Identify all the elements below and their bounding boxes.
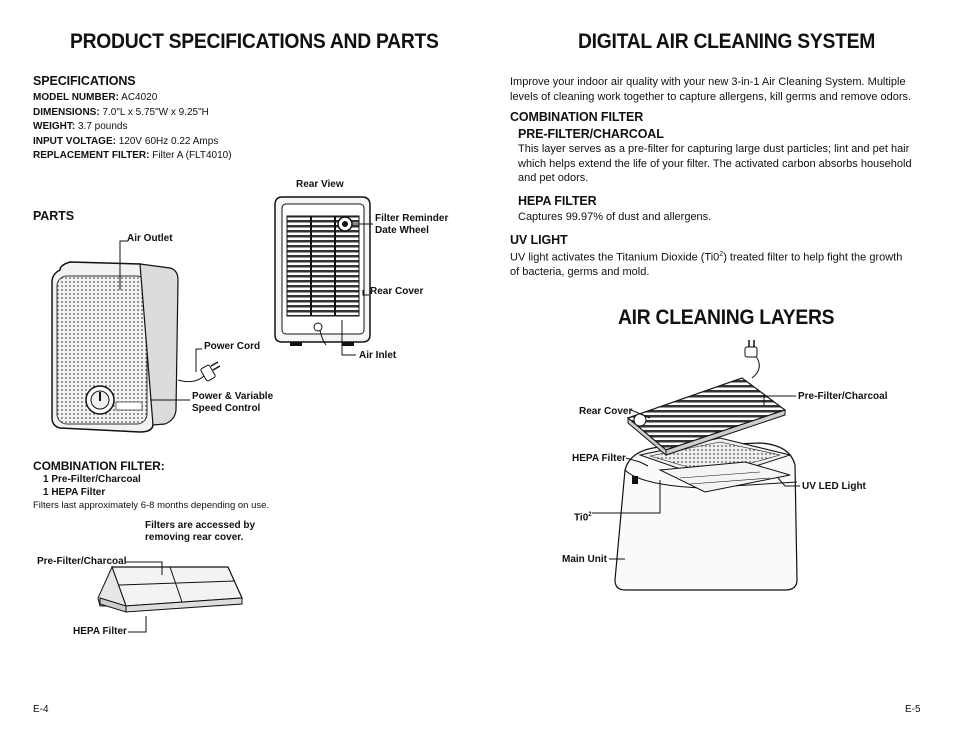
label-hepa-filter-right: HEPA Filter (572, 453, 626, 464)
label-power-variable: Power & Variable (192, 391, 274, 402)
label-prefilter-charcoal: Pre-Filter/Charcoal (37, 556, 127, 567)
spec-model: MODEL NUMBER: AC4020 (33, 92, 158, 103)
label-date-wheel: Date Wheel (375, 225, 429, 236)
label-filter-reminder: Filter Reminder (375, 213, 449, 224)
combo-item-hepa: 1 HEPA Filter (43, 487, 106, 498)
combo-note: Filters last approximately 6-8 months de… (33, 500, 270, 511)
uv-description: UV light activates the Titanium Dioxide … (510, 251, 903, 279)
prefilter-description: This layer serves as a pre-filter for ca… (518, 143, 912, 184)
label-pre-filter-charcoal-right: Pre-Filter/Charcoal (798, 391, 888, 402)
access-note-line2: removing rear cover. (145, 532, 244, 543)
specifications-heading: SPECIFICATIONS (33, 74, 136, 88)
label-air-inlet: Air Inlet (359, 350, 397, 361)
label-rear-cover: Rear Cover (370, 286, 424, 297)
parts-heading: PARTS (33, 209, 74, 223)
combination-filter-heading: COMBINATION FILTER: (33, 459, 165, 473)
right-page-title: DIGITAL AIR CLEANING SYSTEM (578, 30, 876, 53)
intro-paragraph: Improve your indoor air quality with you… (510, 76, 912, 103)
combination-filter-heading-right: COMBINATION FILTER (510, 110, 644, 124)
label-air-outlet: Air Outlet (127, 233, 173, 244)
page-number-right: E-5 (905, 704, 921, 715)
spec-voltage: INPUT VOLTAGE: 120V 60Hz 0.22 Amps (33, 135, 219, 147)
label-power-cord: Power Cord (204, 341, 261, 352)
combo-item-prefilter: 1 Pre-Filter/Charcoal (43, 474, 141, 485)
prefilter-charcoal-heading: PRE-FILTER/CHARCOAL (518, 127, 664, 141)
spec-list: MODEL NUMBER: AC4020 DIMENSIONS: 7.0"L x… (33, 91, 232, 164)
label-main-unit: Main Unit (562, 554, 607, 565)
label-rear-cover-right: Rear Cover (579, 406, 633, 417)
label-tio2: Ti02 (574, 512, 592, 524)
spec-weight: WEIGHT: 3.7 pounds (33, 121, 128, 132)
hepa-filter-heading: HEPA FILTER (518, 194, 597, 208)
air-cleaning-layers-title: AIR CLEANING LAYERS (618, 306, 835, 329)
label-rear-view: Rear View (296, 179, 344, 190)
access-note-line1: Filters are accessed by (145, 520, 256, 531)
label-uv-led-light: UV LED Light (802, 481, 866, 492)
label-speed-control: Speed Control (192, 403, 261, 414)
spec-dimensions: DIMENSIONS: 7.0"L x 5.75"W x 9.25"H (33, 106, 209, 118)
page-number-left: E-4 (33, 704, 49, 715)
label-hepa-filter: HEPA Filter (73, 626, 127, 637)
spec-replacement-filter: REPLACEMENT FILTER: Filter A (FLT4010) (33, 150, 232, 161)
hepa-description: Captures 99.97% of dust and allergens. (518, 211, 712, 223)
uv-light-heading: UV LIGHT (510, 233, 568, 247)
left-page-title: PRODUCT SPECIFICATIONS AND PARTS (70, 30, 439, 53)
